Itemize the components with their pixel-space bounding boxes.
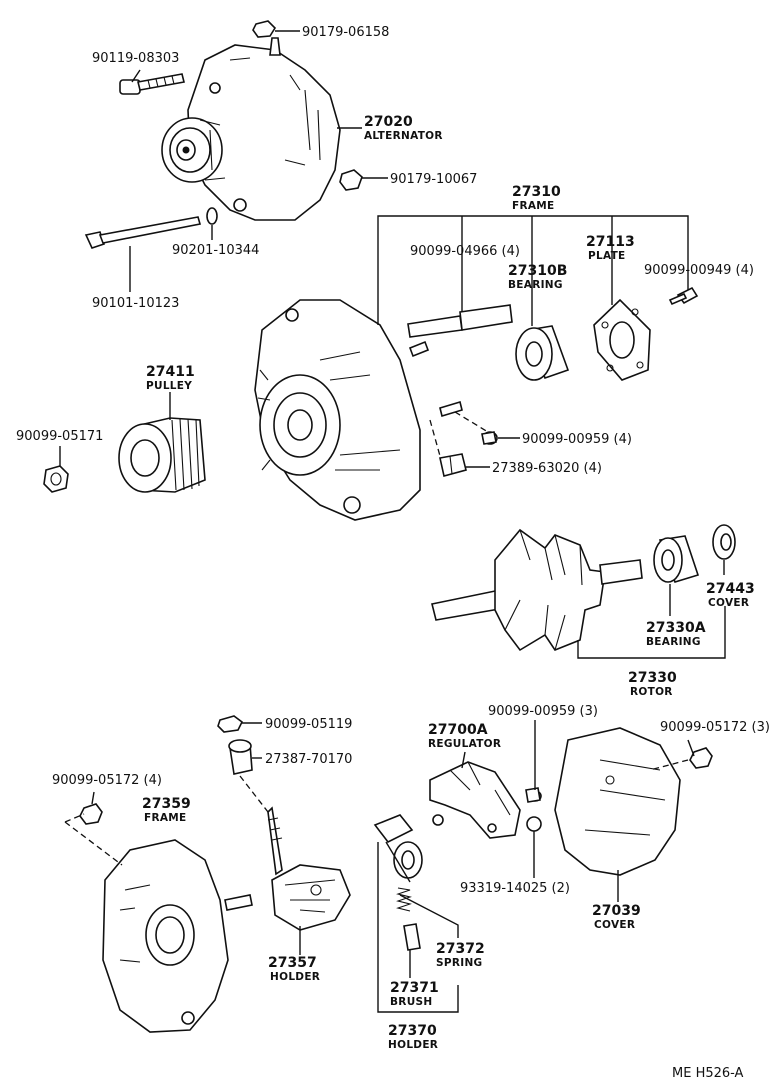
label-spring: SPRING	[436, 957, 482, 969]
screw-90099-00959-lower	[525, 787, 542, 803]
label-frame-27359: FRAME	[144, 812, 187, 824]
label-pulley: PULLEY	[146, 380, 192, 392]
label-27411: 27411	[146, 364, 195, 380]
rectifier-holder-27357	[267, 806, 351, 931]
bearing-27310b	[515, 325, 570, 381]
label-90099-00959-4: 90099-00959 (4)	[522, 432, 632, 447]
nut-90179-06158	[252, 20, 277, 38]
bolt-90119-08303	[119, 73, 185, 95]
label-90201-10344: 90201-10344	[172, 243, 259, 258]
label-27700a: 27700A	[428, 722, 488, 738]
bearing-27330a	[653, 535, 700, 583]
screw-90099-00949	[668, 286, 699, 306]
label-27310: 27310	[512, 184, 561, 200]
alternator-assembly-drawing	[161, 37, 341, 221]
label-27389-63020: 27389-63020 (4)	[492, 461, 602, 476]
washer-93319-14025	[526, 816, 542, 832]
brush-holder-27370	[373, 814, 423, 879]
rotor-27330	[431, 528, 643, 652]
label-cover-27039: COVER	[594, 919, 635, 931]
nut-90099-05172-left	[79, 803, 103, 825]
brush-27371	[403, 923, 421, 951]
label-bearing-27310b: BEARING	[508, 279, 563, 291]
label-holder-27370: HOLDER	[388, 1039, 438, 1051]
label-90099-05172-3: 90099-05172 (3)	[660, 720, 770, 735]
label-27357: 27357	[268, 955, 317, 971]
rear-frame-27359	[102, 839, 253, 1033]
nut-90099-05119	[217, 715, 244, 733]
drive-end-frame-27310	[254, 299, 463, 521]
part-labels: 90179-06158 90119-08303 27020 ALTERNATOR…	[16, 25, 770, 1081]
label-plate: PLATE	[588, 250, 626, 262]
label-27330a: 27330A	[646, 620, 706, 636]
label-90099-04966: 90099-04966 (4)	[410, 244, 520, 259]
washer-90201-10344	[206, 207, 218, 225]
label-27020: 27020	[364, 114, 413, 130]
label-90179-10067: 90179-10067	[390, 172, 477, 187]
plate-27113	[593, 298, 651, 381]
nut-90179-10067	[339, 169, 363, 191]
label-rotor: ROTOR	[630, 686, 673, 698]
through-bolt-90101-10123	[84, 216, 202, 249]
label-bearing-27330a: BEARING	[646, 636, 701, 648]
terminal-insulator-27389-63020	[439, 453, 467, 477]
insulator-27387-70170	[228, 739, 253, 775]
label-90099-00949: 90099-00949 (4)	[644, 263, 754, 278]
label-90119-08303: 90119-08303	[92, 51, 179, 66]
nut-90099-05172-right	[689, 747, 713, 769]
screw-90099-00959-upper	[481, 431, 498, 445]
spring-27372	[396, 887, 412, 912]
label-regulator: REGULATOR	[428, 738, 501, 750]
label-90099-05171: 90099-05171	[16, 429, 103, 444]
label-90179-06158: 90179-06158	[302, 25, 389, 40]
stud-bolt-90099-04966	[407, 304, 513, 338]
label-27387-70170: 27387-70170	[265, 752, 352, 767]
leader-lines	[59, 30, 726, 1013]
regulator-27700a	[429, 761, 521, 839]
label-brush: BRUSH	[390, 996, 432, 1008]
label-27371: 27371	[390, 980, 439, 996]
label-90099-00959-3: 90099-00959 (3)	[488, 704, 598, 719]
label-27359: 27359	[142, 796, 191, 812]
pulley-27411	[118, 417, 206, 493]
label-27443: 27443	[706, 581, 755, 597]
label-27330: 27330	[628, 670, 677, 686]
rear-cover-27039	[554, 727, 681, 876]
label-27310b: 27310B	[508, 263, 567, 279]
label-90099-05119: 90099-05119	[265, 717, 352, 732]
label-cover-27443: COVER	[708, 597, 749, 609]
label-alternator: ALTERNATOR	[364, 130, 443, 142]
label-frame-27310: FRAME	[512, 200, 555, 212]
label-27372: 27372	[436, 941, 485, 957]
nut-90099-05171	[43, 465, 69, 493]
label-27370: 27370	[388, 1023, 437, 1039]
label-93319-14025: 93319-14025 (2)	[460, 881, 570, 896]
label-27113: 27113	[586, 234, 635, 250]
label-90101-10123: 90101-10123	[92, 296, 179, 311]
diagram-code: ME H526-A	[672, 1066, 744, 1081]
label-90099-05172-4: 90099-05172 (4)	[52, 773, 162, 788]
label-holder-27357: HOLDER	[270, 971, 320, 983]
label-27039: 27039	[592, 903, 641, 919]
bearing-cover-27443	[712, 524, 736, 560]
